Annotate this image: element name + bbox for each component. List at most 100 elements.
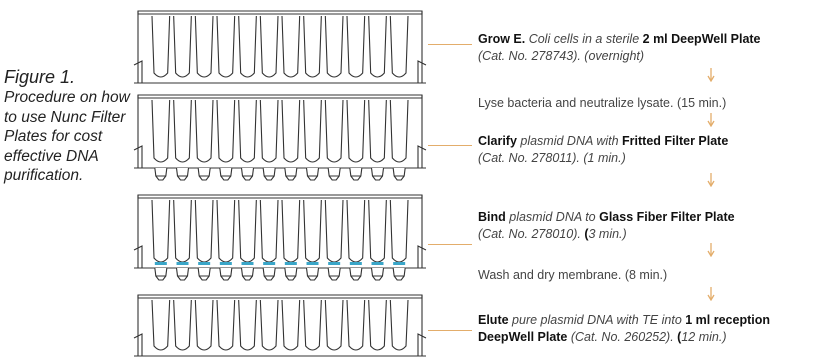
plate-well: [238, 299, 257, 351]
step-elute-time: 12 min.): [681, 329, 727, 344]
plate-well: [303, 199, 322, 263]
plate-well: [281, 299, 301, 351]
plate-well: [281, 99, 301, 163]
connector-line-clarify: [428, 145, 472, 146]
step-clarify-plate: Fritted Filter Plate: [622, 134, 729, 148]
plate-well: [346, 15, 366, 78]
filter-membrane: [219, 262, 232, 265]
step-clarify-cat: (Cat. No. 278011). (1 min.): [478, 150, 626, 165]
step-clarify-desc: plasmid DNA with: [516, 134, 623, 148]
filter-membrane: [263, 262, 276, 265]
plate-tip: [262, 267, 276, 281]
plate-well: [173, 15, 192, 78]
plate-tip: [305, 267, 320, 281]
plate-well: [346, 199, 366, 263]
plate-well: [173, 199, 192, 263]
plate-well: [389, 15, 409, 78]
plate-skirt: [133, 245, 427, 268]
plate-well: [216, 299, 236, 351]
plate-well: [173, 299, 192, 351]
plate-rim: [137, 294, 423, 299]
plate-tip: [262, 167, 276, 181]
step-elute-plate-2: DeepWell Plate: [478, 329, 568, 344]
plate-well: [368, 15, 387, 78]
down-arrow-icon: [707, 173, 715, 187]
plate-well: [151, 199, 171, 263]
step-grow-plate: 2 ml DeepWell Plate: [642, 32, 761, 46]
plate-well: [389, 199, 409, 263]
connector-line-grow: [428, 44, 472, 45]
down-arrow-icon: [707, 113, 715, 127]
glass-fiber-filter-plate: [133, 194, 427, 281]
plate-well: [368, 199, 387, 263]
plate-tip: [349, 267, 363, 281]
step-grow: Grow E. Coli cells in a sterile 2 ml Dee…: [478, 31, 761, 64]
step-elute-verb: Elute: [478, 313, 509, 327]
step-lyse: Lyse bacteria and neutralize lysate. (15…: [478, 96, 727, 110]
plate-tip: [392, 267, 406, 281]
filter-membrane: [198, 262, 211, 265]
step-elute-plate: 1 ml reception: [685, 313, 770, 327]
plate-well: [346, 299, 366, 351]
step-wash: Wash and dry membrane. (8 min.): [478, 268, 668, 282]
plate-well: [281, 199, 301, 263]
filter-membrane: [284, 262, 297, 265]
plate-well: [194, 199, 214, 263]
step-clarify: Clarify plasmid DNA with Fritted Filter …: [478, 133, 728, 166]
plate-tip: [327, 167, 341, 181]
plate-well: [238, 15, 257, 78]
filter-membrane: [349, 262, 362, 265]
step-elute-paren: (: [677, 329, 682, 344]
plate-well: [194, 299, 214, 351]
figure-caption: Figure 1. Procedure on how to use Nunc F…: [4, 66, 132, 186]
fritted-filter-plate: [133, 94, 427, 181]
plate-well: [324, 299, 344, 351]
plate-rim: [137, 194, 423, 199]
step-bind: Bind plasmid DNA to Glass Fiber Filter P…: [478, 209, 735, 242]
plate-tip: [197, 267, 211, 281]
step-bind-verb: Bind: [478, 210, 506, 224]
plate-tip: [154, 267, 168, 281]
plate-tip: [240, 267, 255, 281]
step-bind-paren: (: [584, 226, 589, 241]
figure-label: Figure 1.: [4, 67, 76, 87]
plate-well: [151, 299, 171, 351]
step-clarify-verb: Clarify: [478, 134, 517, 148]
plate-well: [324, 99, 344, 163]
plate-well: [259, 199, 279, 263]
plate-well: [259, 99, 279, 163]
filter-membrane: [241, 262, 254, 265]
plate-well: [259, 15, 279, 78]
plate-tip: [240, 167, 255, 181]
plate-well: [194, 99, 214, 163]
plate-well: [324, 199, 344, 263]
plate-well: [151, 99, 171, 163]
plate-skirt: [133, 145, 427, 168]
plate-rim: [137, 94, 423, 99]
plate-well: [346, 99, 366, 163]
plate-tip: [327, 267, 341, 281]
plate-well: [368, 299, 387, 351]
step-elute-desc: pure plasmid DNA with TE into: [508, 313, 686, 327]
down-arrow-icon: [707, 287, 715, 301]
filter-membrane: [328, 262, 341, 265]
step-elute-cat: (Cat. No. 260252).: [567, 329, 678, 344]
step-grow-verb: Grow E.: [478, 32, 526, 46]
plate-well: [303, 299, 322, 351]
plate-tip: [219, 167, 233, 181]
step-bind-time: 3 min.): [588, 226, 627, 241]
connector-line-elute: [428, 330, 472, 331]
plate-well: [194, 15, 214, 78]
plate-skirt: [133, 60, 427, 83]
plate-well: [324, 15, 344, 78]
connector-line-bind: [428, 244, 472, 245]
plate-tip: [284, 267, 298, 281]
plate-well: [216, 199, 236, 263]
plate-well: [281, 15, 301, 78]
step-grow-desc: Coli cells in a sterile: [525, 32, 643, 46]
plate-well: [216, 99, 236, 163]
filter-membrane: [176, 262, 189, 265]
filter-membrane: [393, 262, 406, 265]
plate-well: [303, 15, 322, 78]
plate-well: [368, 99, 387, 163]
